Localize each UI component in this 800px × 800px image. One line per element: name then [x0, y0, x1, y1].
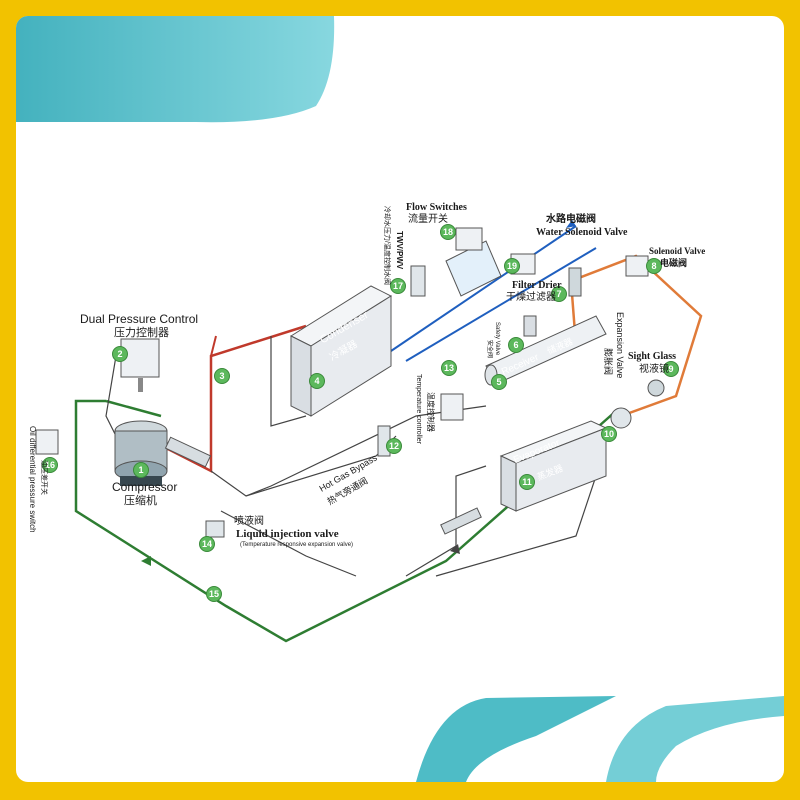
label-solenoid-valve-zh: 电磁阀 [660, 258, 688, 268]
label-sight-glass-zh: 视液镜 [639, 364, 669, 375]
diagram-frame: 1 2 3 4 5 6 7 8 9 10 11 12 13 14 15 16 1… [16, 16, 784, 782]
badge-water-solenoid-valve: 19 [504, 258, 520, 274]
teal-banner-top [16, 16, 335, 123]
label-flow-switches-en: Flow Switches [406, 202, 467, 213]
badge-sight-glass: 9 [663, 361, 679, 377]
badge-flow-switches: 18 [440, 224, 456, 240]
label-twv-pwv-zh: 冷却水压力/温度控制水阀 [383, 206, 390, 285]
label-flow-switches-zh: 流量开关 [408, 214, 448, 225]
label-water-solenoid-valve-en: Water Solenoid Valve [536, 227, 628, 238]
label-twv-pwv-en: TWV/PWV [395, 231, 404, 270]
badge-solenoid-valve: 8 [646, 258, 662, 274]
label-dual-pressure-control-zh: 压力控制器 [114, 327, 169, 339]
badge-discharge-line: 3 [214, 368, 230, 384]
suction-line [74, 399, 617, 643]
label-water-solenoid-valve-zh: 水路电磁阀 [546, 214, 596, 225]
label-compressor-en: Compressor [112, 480, 178, 494]
water-line-out [405, 247, 597, 362]
label-compressor-zh: 压缩机 [124, 495, 157, 507]
label-liquid-injection-valve-en: Liquid injection valve [236, 528, 339, 540]
discharge-line [165, 324, 307, 474]
badge-oil-differential-pressure-switch: 16 [42, 457, 58, 473]
condenser-shape [289, 285, 393, 417]
label-expansion-valve-zh: 膨胀阀 [603, 348, 613, 376]
label-expansion-valve-en: Expansion Valve [615, 312, 625, 379]
badge-expansion-valve: 10 [601, 426, 617, 442]
badge-dual-pressure-control: 2 [112, 346, 128, 362]
water-line-in [390, 225, 577, 352]
label-oil-differential-pressure-switch-en: Oil differential pressure switch [28, 426, 37, 533]
badge-temperature-controller: 13 [441, 360, 457, 376]
label-liquid-injection-valve-zh: 喷液阀 [234, 516, 264, 527]
badge-compressor: 1 [133, 462, 149, 478]
label-temperature-controller-en: Temperature controller [415, 374, 422, 445]
decorative-background [16, 16, 784, 782]
label-temperature-controller-zh: 温度控制器 [426, 392, 435, 432]
teal-swoosh-bottom-left [416, 696, 616, 782]
label-oil-differential-pressure-switch-zh: 油压差开关 [40, 460, 47, 495]
label-sight-glass-en: Sight Glass [628, 351, 677, 362]
badge-receiver: 5 [491, 374, 507, 390]
label-dual-pressure-control-en: Dual Pressure Control [80, 312, 199, 326]
badge-condenser: 4 [309, 373, 325, 389]
badge-safety-valve: 6 [508, 337, 524, 353]
dual-pressure-control-shape [120, 338, 160, 392]
badge-twv-pwv: 17 [390, 278, 406, 294]
badge-hot-gas-bypass: 12 [386, 438, 402, 454]
evaporator-shape [499, 420, 608, 512]
badge-filter-drier: 7 [551, 286, 567, 302]
refrigeration-schematic [35, 220, 703, 643]
label-liquid-injection-valve-note: (Temperature responsive expansion valve) [240, 542, 354, 548]
badge-suction-line: 15 [206, 586, 222, 602]
label-filter-drier-en: Filter Drier [512, 280, 562, 291]
label-safety-valve-en: Safety Valve [494, 322, 500, 356]
label-solenoid-valve-en: Solenoid Valve [649, 246, 706, 256]
teal-swoosh-bottom-right [606, 696, 784, 782]
badge-liquid-injection-valve: 14 [199, 536, 215, 552]
label-filter-drier-zh: 干燥过滤器 [506, 292, 556, 303]
badge-evaporator: 11 [519, 474, 535, 490]
label-safety-valve-zh: 安全阀 [486, 340, 492, 359]
